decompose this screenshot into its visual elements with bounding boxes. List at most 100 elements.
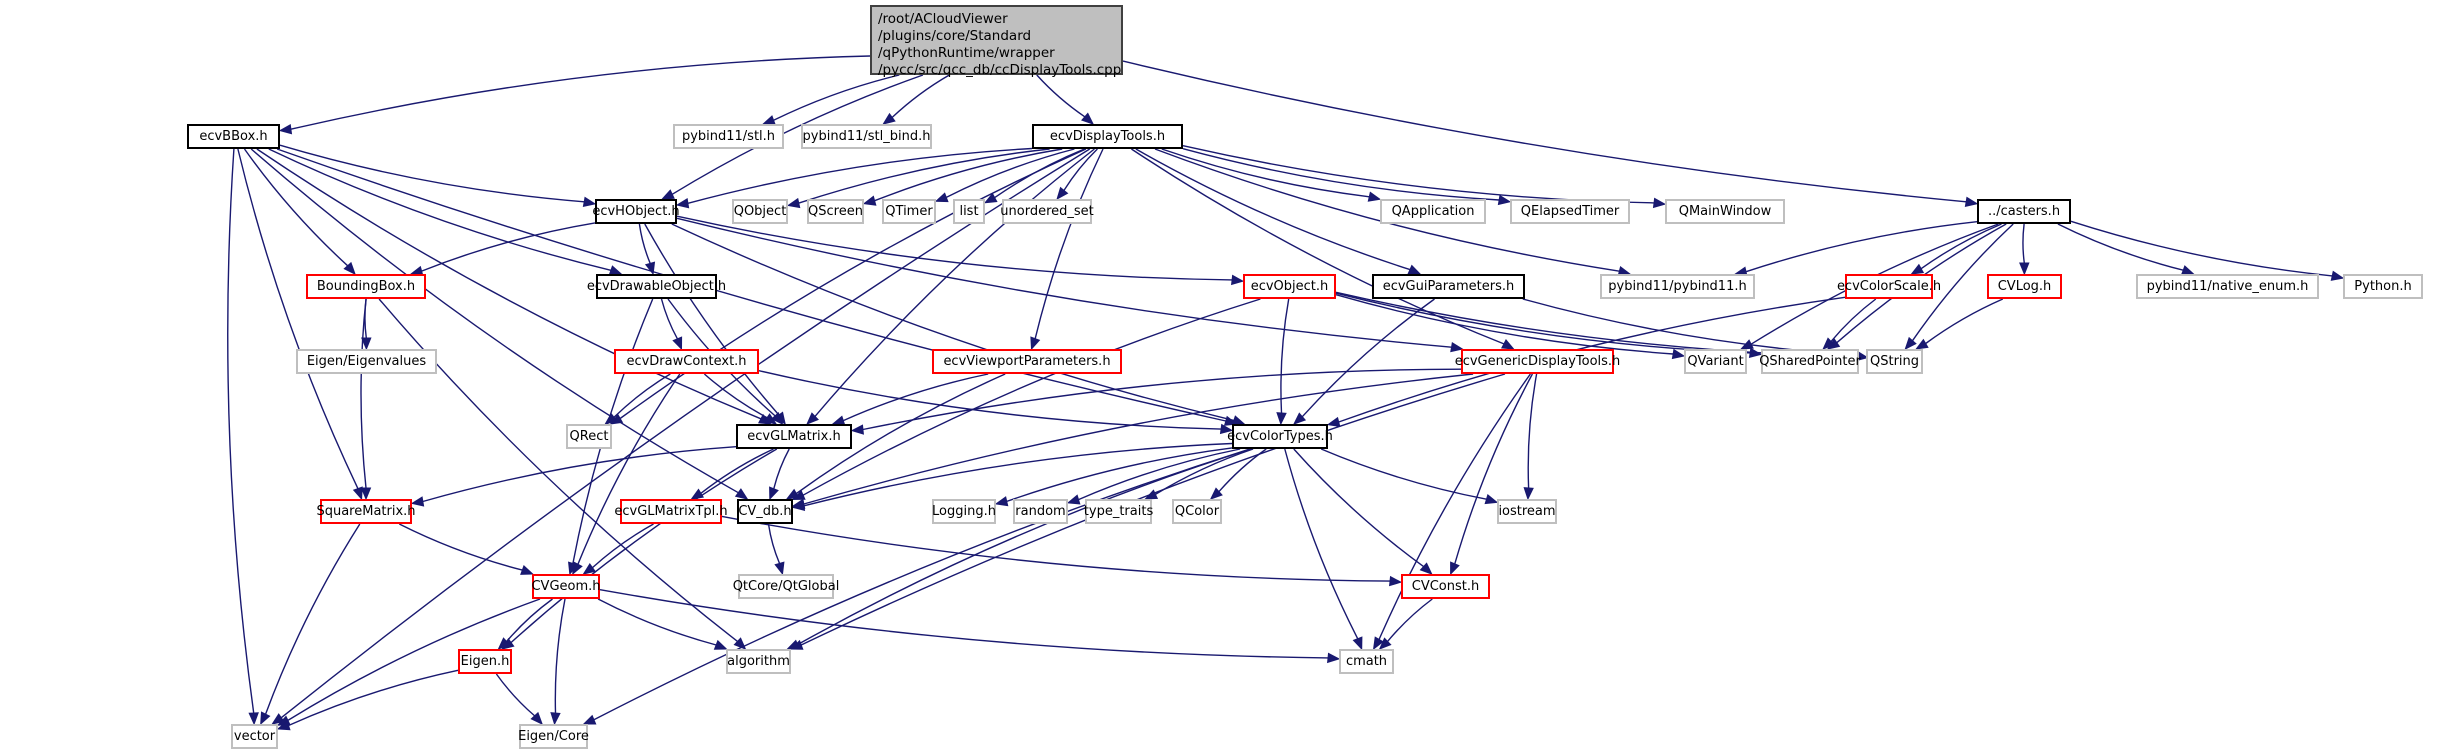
graph-node-eigen[interactable]: Eigen.h: [458, 649, 512, 674]
graph-node-ecvdrawableobject[interactable]: ecvDrawableObject.h: [587, 274, 726, 299]
graph-node-ecvcolorscale[interactable]: ecvColorScale.h: [1837, 274, 1941, 299]
edge-ecvDisplayTools-to-QTimer: [945, 148, 1075, 199]
edge-ecvObject-to-ecvColorTypes: [1280, 298, 1290, 414]
edge-ecvDisplayTools-to-QElapsedTimer: [1182, 148, 1500, 201]
edge-ecvGLMatrix-to-ecvGLMatrixTpl: [700, 448, 774, 494]
graph-node-eigencore: Eigen/Core: [518, 724, 589, 749]
edge-arrowhead-icon: [497, 637, 511, 650]
graph-node-qtimer: QTimer: [882, 199, 936, 224]
edge-casters-to-ecvColorScale: [1920, 223, 2002, 270]
edge-arrowhead-icon: [2330, 270, 2345, 281]
graph-node-ecvobject[interactable]: ecvObject.h: [1243, 274, 1336, 299]
edge-ecvColorTypes-to-iostream: [1320, 448, 1487, 500]
graph-node-cvconst[interactable]: CVConst.h: [1401, 574, 1490, 599]
edge-ecvGuiParameters-to-QString: [1522, 298, 1856, 356]
edge-CV_db-to-QtGlobal: [767, 523, 781, 564]
edge-arrowhead-icon: [934, 192, 949, 203]
graph-node-squarematrix[interactable]: SquareMatrix.h: [316, 499, 416, 524]
graph-node-ecvcolortypes[interactable]: ecvColorTypes.h: [1227, 424, 1333, 449]
edge-Eigen-to-EigenCore: [495, 673, 536, 717]
edge-ecvColorTypes-to-EigenCore: [593, 448, 1250, 721]
graph-node-ecvglmatrix[interactable]: ecvGLMatrix.h: [736, 424, 852, 449]
edge-ecvDrawContext-to-CVGeom: [577, 373, 681, 565]
edge-ecvDisplayTools-to-QApplication: [1161, 148, 1370, 198]
graph-node-ecvbbox[interactable]: ecvBBox.h: [187, 124, 280, 149]
graph-node-qelapsedtimer: QElapsedTimer: [1510, 199, 1630, 224]
edge-ecvHObject-to-ecvColorTypes: [671, 223, 1234, 422]
edge-arrowhead-icon: [983, 192, 998, 204]
edge-ecvColorScale-to-ecvColorTypes: [1338, 296, 1846, 423]
edge-arrowhead-icon: [604, 412, 618, 425]
graph-node-casters[interactable]: ../casters.h: [1977, 199, 2071, 224]
edge-arrowhead-icon: [1915, 338, 1929, 350]
edge-casters-to-native_enum: [2057, 223, 2184, 271]
edge-ecvDisplayTools-to-QRect: [619, 148, 1087, 420]
edge-arrowhead-icon: [572, 561, 583, 576]
edge-SquareMatrix-to-vector: [264, 523, 361, 715]
edge-ecvDisplayTools-to-ecvGenericDisplayTools: [1131, 148, 1505, 345]
edge-ecvColorTypes-to-QColor: [1218, 448, 1267, 493]
edge-arrowhead-icon: [763, 413, 778, 425]
edge-CVGeom-to-cmath: [599, 589, 1329, 659]
edge-ecvDrawableObject-to-ecvDrawContext: [660, 298, 679, 340]
edge-arrowhead-icon: [1219, 423, 1234, 435]
edge-ecvObject-to-CV_db: [802, 298, 1261, 496]
edge-arrowhead-icon: [1081, 112, 1095, 125]
edge-ecvBBox-to-CV_db: [250, 148, 739, 494]
edge-arrowhead-icon: [1056, 186, 1069, 201]
edge-arrowhead-icon: [360, 487, 372, 501]
graph-node-cvlog[interactable]: CVLog.h: [1987, 274, 2062, 299]
edge-arrowhead-icon: [882, 112, 896, 125]
edge-ecvViewportParameters-to-CV_db: [795, 373, 1006, 495]
graph-node-qscreen: QScreen: [807, 199, 864, 224]
graph-node-ecvhobject[interactable]: ecvHObject.h: [592, 199, 680, 224]
edge-arrowhead-icon: [1419, 562, 1433, 575]
edge-ecvBBox-to-vector: [227, 148, 255, 714]
graph-node-cvgeom[interactable]: CVGeom.h: [531, 574, 601, 599]
edge-root-to-ecvBBox: [290, 55, 871, 130]
edge-arrowhead-icon: [530, 711, 543, 725]
graph-node-ecvglmatrixtpl[interactable]: ecvGLMatrixTpl.h: [614, 499, 728, 524]
edge-arrowhead-icon: [1327, 652, 1341, 664]
graph-node-qmainwindow: QMainWindow: [1665, 199, 1785, 224]
graph-node-qsharedpointer: QSharedPointer: [1759, 349, 1861, 374]
edge-CVConst-to-cmath: [1387, 598, 1433, 642]
edge-ecvColorTypes-to-cmath: [1284, 448, 1359, 640]
edge-ecvBBox-to-BoundingBox: [243, 148, 349, 267]
edge-arrowhead-icon: [520, 565, 534, 575]
edge-ecvDrawContext-to-QRect: [613, 373, 671, 418]
edge-ecvBBox-to-ecvGLMatrix: [256, 148, 762, 420]
edge-root-to-ecvDisplayTools: [1036, 74, 1086, 118]
graph-node-ecvviewportparameters[interactable]: ecvViewportParameters.h: [932, 349, 1122, 374]
graph-node-cv-db[interactable]: CV_db.h: [737, 499, 793, 524]
edge-arrowhead-icon: [1372, 636, 1384, 651]
edge-arrowhead-icon: [806, 412, 819, 425]
graph-node-ecvguiparameters[interactable]: ecvGuiParameters.h: [1372, 274, 1525, 299]
edge-ecvBBox-to-ecvColorTypes: [276, 148, 1226, 422]
graph-node-root[interactable]: /root/ACloudViewer /plugins/core/Standar…: [870, 5, 1123, 78]
edge-CVGeom-to-Eigen: [506, 598, 553, 642]
graph-node-unordered-set: unordered_set: [1000, 199, 1094, 224]
edge-CVLog-to-QString: [1925, 298, 2004, 345]
graph-node-ecvdrawcontext[interactable]: ecvDrawContext.h: [614, 349, 759, 374]
graph-node-boundingbox[interactable]: BoundingBox.h: [306, 274, 426, 299]
graph-node-ecvgenericdisplaytools[interactable]: ecvGenericDisplayTools.h: [1455, 349, 1620, 374]
graph-node-python: Python.h: [2343, 274, 2423, 299]
edge-arrowhead-icon: [248, 712, 259, 726]
graph-node-qapplication: QApplication: [1380, 199, 1486, 224]
edge-arrowhead-icon: [1407, 264, 1422, 275]
edge-ecvDisplayTools-to-ecvGuiParameters: [1135, 148, 1411, 271]
edge-arrowhead-icon: [343, 261, 356, 275]
edge-arrowhead-icon: [1144, 489, 1159, 500]
graph-node-ecvdisplaytools[interactable]: ecvDisplayTools.h: [1032, 124, 1183, 149]
edge-arrowhead-icon: [1066, 494, 1081, 505]
edge-root-to-stl_bind: [891, 74, 950, 118]
edge-ecvDisplayTools-to-ecvHObject: [687, 147, 1033, 204]
edge-arrowhead-icon: [1484, 494, 1499, 505]
edge-arrowhead-icon: [582, 714, 597, 725]
edge-ecvHObject-to-ecvGenericDisplayTools: [676, 217, 1452, 348]
edge-arrowhead-icon: [1030, 336, 1041, 351]
graph-node-eigenvalues: Eigen/Eigenvalues: [296, 349, 437, 374]
edge-ecvGenericDisplayTools-to-iostream: [1527, 373, 1538, 489]
